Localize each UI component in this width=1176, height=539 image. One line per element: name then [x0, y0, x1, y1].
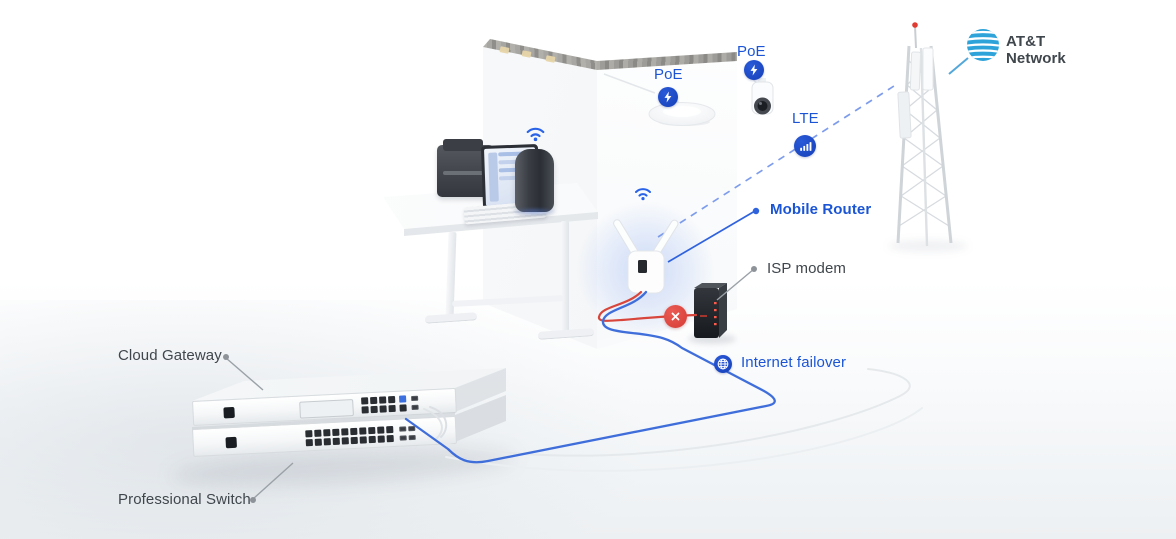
ethernet-port: [359, 427, 367, 435]
printer-slot: [443, 171, 488, 175]
power-inlet: [223, 406, 235, 419]
ethernet-port: [379, 396, 387, 404]
ethernet-port: [332, 437, 340, 446]
ethernet-port: [332, 428, 340, 437]
ethernet-port: [379, 405, 387, 413]
sfp-port: [411, 404, 419, 411]
att-globe-icon: [967, 29, 999, 61]
internet-globe-icon: [714, 355, 732, 373]
isp-modem-label: ISP modem: [767, 260, 846, 277]
modem-shadow: [688, 334, 736, 344]
professional-switch-label: Professional Switch: [118, 491, 251, 508]
poe-icon: [744, 60, 764, 80]
cell-tower: [896, 22, 953, 247]
ethernet-port: [377, 435, 385, 443]
ethernet-port: [323, 438, 331, 446]
laptop-ui-sidebar: [488, 152, 499, 202]
ethernet-port: [399, 404, 407, 412]
ethernet-port: [341, 437, 349, 445]
tower-beacon: [912, 22, 918, 28]
ethernet-port: [350, 436, 358, 445]
sfp-port: [408, 425, 416, 432]
wifi-icon: [522, 122, 549, 147]
ethernet-port: [314, 429, 322, 437]
ethernet-port: [305, 439, 313, 447]
desk-leg: [561, 221, 569, 333]
ethernet-port: [368, 426, 376, 435]
ethernet-port: [388, 395, 396, 404]
security-camera: [751, 78, 774, 115]
ethernet-port: [323, 429, 331, 437]
tower-shadow: [888, 240, 968, 252]
ethernet-port: [388, 404, 396, 413]
ethernet-port: [305, 430, 313, 438]
connection-error-icon: [664, 305, 687, 328]
mobile-router-label: Mobile Router: [770, 201, 872, 218]
ethernet-port: [350, 427, 358, 436]
wan-port-with-cable: [398, 395, 407, 403]
cloud-gateway-label: Cloud Gateway: [118, 347, 222, 364]
printer-tray: [443, 139, 483, 151]
ethernet-port: [361, 397, 369, 405]
ethernet-port: [361, 406, 369, 414]
router-wall-glow: [576, 200, 716, 340]
ethernet-port: [359, 436, 367, 444]
lte-label: LTE: [792, 110, 819, 127]
gateway-display: [299, 398, 354, 419]
ethernet-port: [386, 434, 394, 443]
ethernet-port: [314, 438, 322, 446]
sfp-port: [399, 426, 407, 432]
sfp-port: [408, 434, 416, 441]
desktop-wifi-device-glow: [511, 207, 558, 216]
att-label-line2: Network: [1006, 50, 1066, 67]
poe-label-camera: PoE: [737, 43, 766, 60]
internet-failover-label: Internet failover: [741, 354, 847, 371]
ethernet-port: [370, 396, 378, 405]
sfp-port: [411, 395, 419, 402]
ethernet-port: [386, 425, 394, 434]
poe-icon: [658, 87, 678, 107]
poe-label-access-point: PoE: [654, 66, 683, 83]
desktop-wifi-device: [515, 149, 554, 212]
sfp-port: [399, 435, 407, 441]
wifi-icon: [631, 183, 655, 206]
ethernet-port: [368, 435, 376, 444]
lte-icon: [794, 135, 816, 157]
ethernet-port: [341, 428, 349, 436]
tower-to-att-line: [948, 57, 969, 75]
ethernet-port: [377, 426, 385, 434]
att-network-label: AT&T Network: [1006, 33, 1066, 67]
power-inlet: [225, 436, 237, 449]
ethernet-port: [370, 405, 378, 414]
att-label-line1: AT&T: [1006, 33, 1046, 50]
